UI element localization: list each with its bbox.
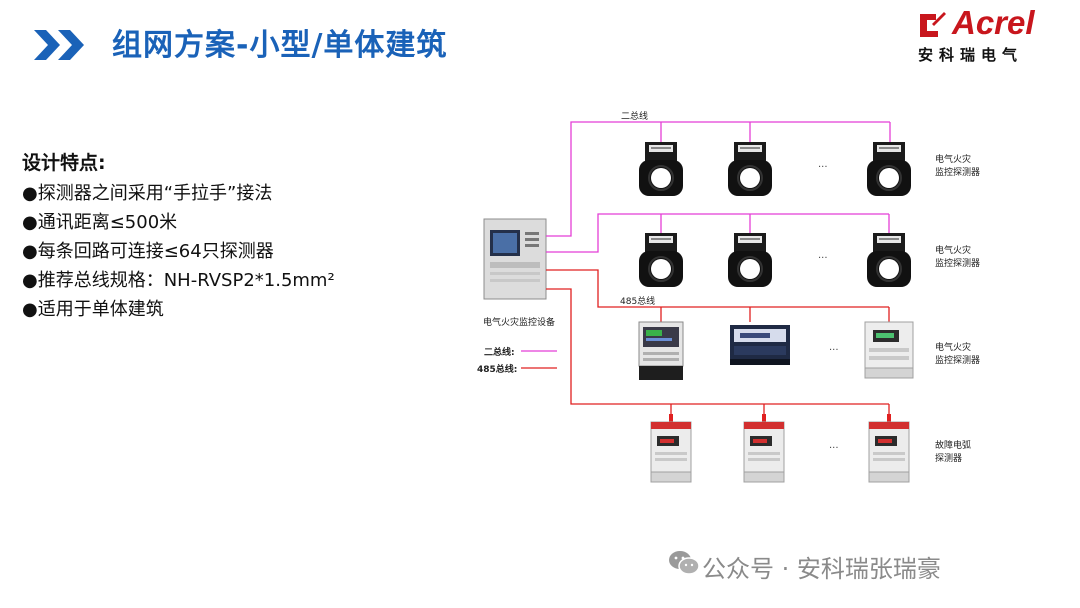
bus2-label: 二总线 <box>621 112 649 122</box>
arc-fault-detector <box>868 413 910 483</box>
logo-brand: Acrel <box>952 4 1035 41</box>
ct-detector <box>866 141 912 197</box>
rail-detector <box>864 321 914 379</box>
feature-item: ●每条回路可连接≤64只探测器 <box>22 241 274 262</box>
feature-item: ●适用于单体建筑 <box>22 299 164 320</box>
ct-detector <box>866 232 912 288</box>
row-label: 故障电弧 探测器 <box>935 441 972 464</box>
ct-detector <box>638 232 684 288</box>
ct-detector <box>638 141 684 197</box>
legend-bus485: 485总线: <box>477 365 518 375</box>
ct-detector <box>727 232 773 288</box>
ct-detector <box>727 141 773 197</box>
box-detector <box>730 325 790 365</box>
arc-fault-detector <box>743 413 785 483</box>
features-panel: 设计特点: ●探测器之间采用“手拉手”接法 ●通讯距离≤500米 ●每条回路可连… <box>22 148 335 324</box>
ellipsis: ... <box>829 440 839 451</box>
bus2-lines <box>521 121 891 352</box>
ellipsis: ... <box>818 250 828 261</box>
host-label: 电气火灾监控设备 <box>483 318 556 328</box>
bus485-lines <box>521 269 890 420</box>
arc-fault-detector <box>650 413 692 483</box>
feature-item: ●通讯距离≤500米 <box>22 212 178 233</box>
ellipsis: ... <box>829 342 839 353</box>
panel-detector <box>638 321 684 381</box>
row-label: 电气火灾 监控探测器 <box>935 246 981 269</box>
feature-item: ●探测器之间采用“手拉手”接法 <box>22 183 273 204</box>
monitoring-host-device <box>483 218 547 300</box>
logo-brand-cn: 安科瑞电气 <box>918 46 1024 64</box>
features-heading: 设计特点: <box>22 152 106 174</box>
watermark: 公众号 · 安科瑞张瑞豪 <box>702 555 941 583</box>
wechat-icon <box>668 549 700 581</box>
row-label: 电气火灾 监控探测器 <box>935 155 981 178</box>
chevron-right-icon <box>34 30 94 64</box>
row-label: 电气火灾 监控探测器 <box>935 343 981 366</box>
bus485-label: 485总线 <box>620 297 656 307</box>
page-title: 组网方案-小型/单体建筑 <box>112 28 448 63</box>
logo-mark-icon <box>918 10 948 44</box>
ellipsis: ... <box>818 159 828 170</box>
feature-item: ●推荐总线规格：NH-RVSP2*1.5mm² <box>22 270 335 291</box>
legend-bus2: 二总线: <box>484 348 515 358</box>
